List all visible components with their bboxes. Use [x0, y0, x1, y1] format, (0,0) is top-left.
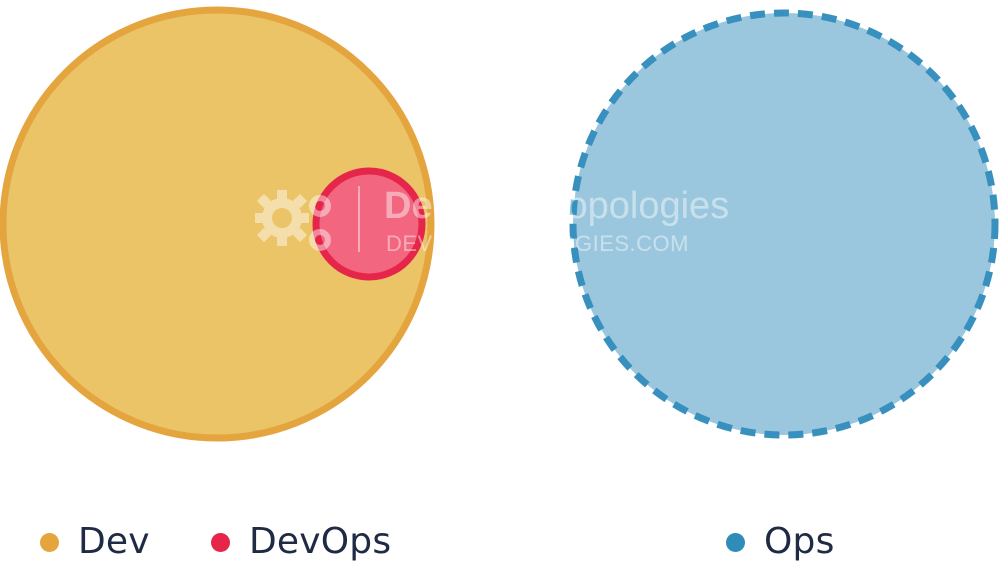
- legend-label-dev: Dev: [78, 521, 150, 562]
- legend-item-ops: Ops: [726, 520, 835, 564]
- watermark-brand-b: Topologies: [548, 185, 730, 227]
- ops-circle: [569, 9, 999, 439]
- dev-circle: [0, 6, 435, 442]
- legend-label-ops: Ops: [764, 521, 835, 562]
- watermark-divider: [358, 186, 360, 252]
- watermark-url: DEVOPSTOPOLOGIES.COM: [386, 231, 689, 256]
- legend-item-devops: DevOps: [211, 520, 391, 564]
- legend-dot-devops-icon: [211, 532, 230, 552]
- legend-label-devops: DevOps: [249, 521, 392, 562]
- legend-item-dev: Dev: [40, 520, 150, 564]
- legend-dot-dev-icon: [40, 532, 59, 552]
- legend-dot-ops-icon: [726, 532, 745, 552]
- watermark-brand: DevOps Topologies: [384, 185, 729, 227]
- watermark-brand-a: DevOps: [384, 185, 528, 227]
- watermark: DevOps Topologies DEVOPSTOPOLOGIES.COM: [255, 185, 729, 256]
- devops-circle: [312, 167, 426, 281]
- gears-icon: [255, 190, 331, 251]
